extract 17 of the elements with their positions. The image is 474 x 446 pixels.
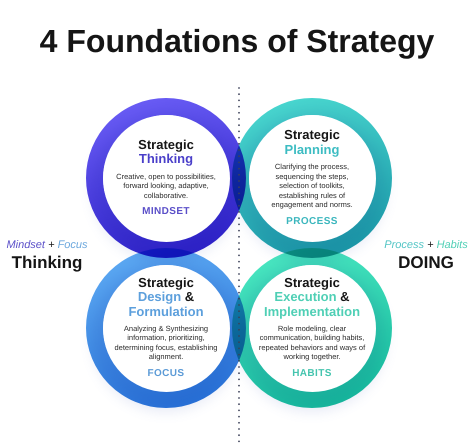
side-heading: DOING	[398, 253, 454, 272]
heading-text: Planning	[284, 142, 340, 158]
keyword-label: HABITS	[292, 368, 332, 380]
keyword-label: PROCESS	[286, 216, 338, 228]
keyword-label: MINDSET	[142, 206, 190, 218]
keyword-label: FOCUS	[148, 368, 184, 380]
heading-text: Design & Formulation	[127, 290, 205, 319]
heading-text: Strategic	[284, 128, 340, 143]
heading-text: Thinking	[138, 152, 194, 167]
heading-text: Strategic	[284, 276, 340, 290]
side-heading: Thinking	[12, 253, 82, 272]
heading-text: Strategic	[138, 138, 194, 152]
diagram-title: 4 Foundations of Strategy	[40, 24, 434, 60]
heading-text: Strategic	[138, 276, 194, 290]
side-caption: Process + Habits	[384, 239, 468, 252]
heading-text: Execution & Implementation	[262, 290, 362, 319]
side-caption: Mindset + Focus	[6, 239, 88, 252]
